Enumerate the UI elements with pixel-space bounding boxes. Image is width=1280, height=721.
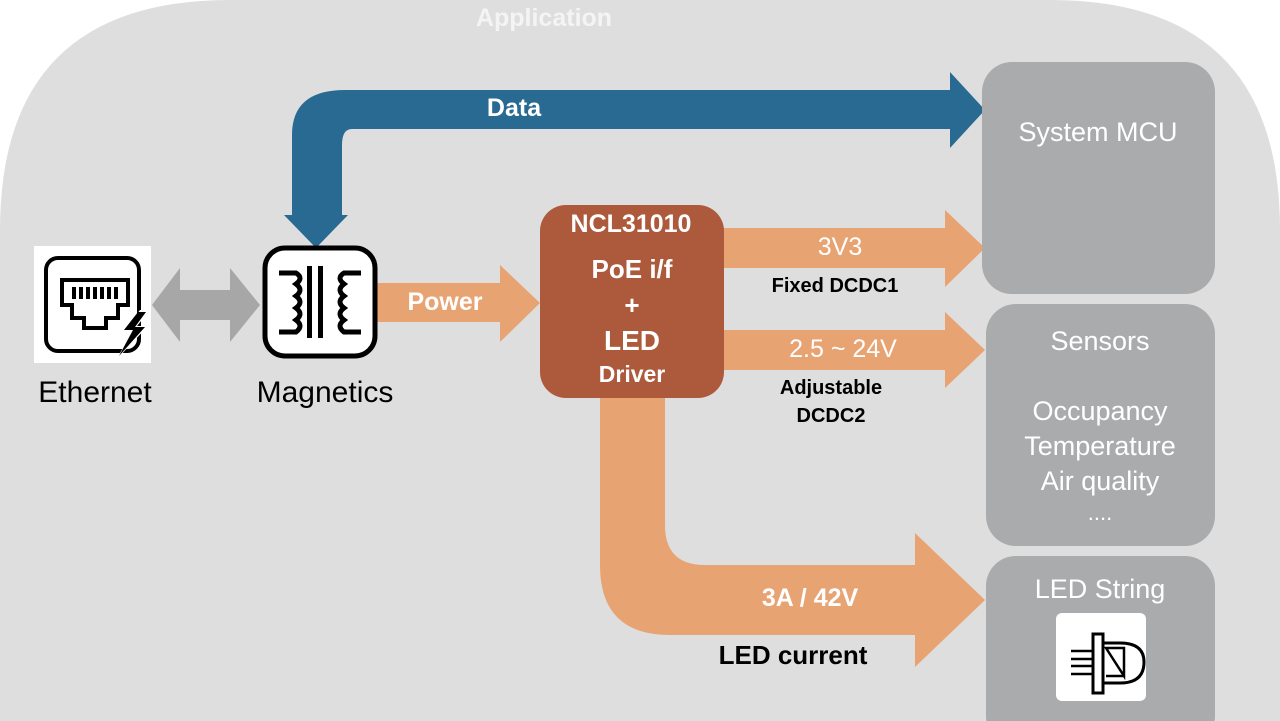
- rail2-caption-line1: Adjustable: [779, 377, 883, 399]
- system-mcu-title: System MCU: [1018, 117, 1178, 147]
- application-title: Application: [475, 4, 613, 32]
- led-string-title: LED String: [1034, 574, 1166, 604]
- ethernet-poe-icon: [34, 246, 151, 363]
- power-arrow: [377, 265, 540, 342]
- system-mcu-block[interactable]: [982, 62, 1215, 294]
- data-arrow-label: Data: [486, 94, 542, 122]
- led-current-arrow: [600, 390, 985, 667]
- rail1-arrow: [722, 210, 985, 287]
- sensor-item: Occupancy: [1032, 396, 1168, 426]
- chip-plus: +: [624, 290, 640, 320]
- sensors-block[interactable]: [986, 304, 1215, 546]
- ethernet-label: Ethernet: [38, 376, 152, 409]
- chip-part-number: NCL31010: [570, 210, 692, 238]
- chip-function-driver: Driver: [598, 361, 666, 387]
- sensors-title: Sensors: [1050, 326, 1150, 356]
- rail1-value: 3V3: [817, 233, 863, 261]
- bidirectional-arrow: [152, 268, 260, 342]
- led-icon: [1056, 613, 1146, 701]
- transformer-icon: [262, 245, 378, 359]
- chip-function-poe: PoE i/f: [591, 254, 673, 284]
- sensor-item: Air quality: [1040, 466, 1160, 496]
- ncl31010-chip[interactable]: [540, 205, 724, 398]
- magnetics-label: Magnetics: [256, 376, 394, 409]
- data-arrow: [284, 72, 985, 248]
- rail2-caption-line2: DCDC2: [796, 405, 866, 427]
- led-current-caption: LED current: [718, 640, 868, 670]
- sensor-item: Temperature: [1024, 431, 1176, 461]
- rail2-arrow: [722, 312, 985, 388]
- rail1-caption: Fixed DCDC1: [771, 275, 899, 297]
- led-current-value: 3A / 42V: [761, 584, 859, 612]
- sensor-item-more: ....: [1087, 500, 1113, 525]
- power-arrow-label: Power: [407, 288, 483, 316]
- chip-function-led: LED: [604, 325, 660, 356]
- rail2-value: 2.5 ~ 24V: [789, 335, 897, 363]
